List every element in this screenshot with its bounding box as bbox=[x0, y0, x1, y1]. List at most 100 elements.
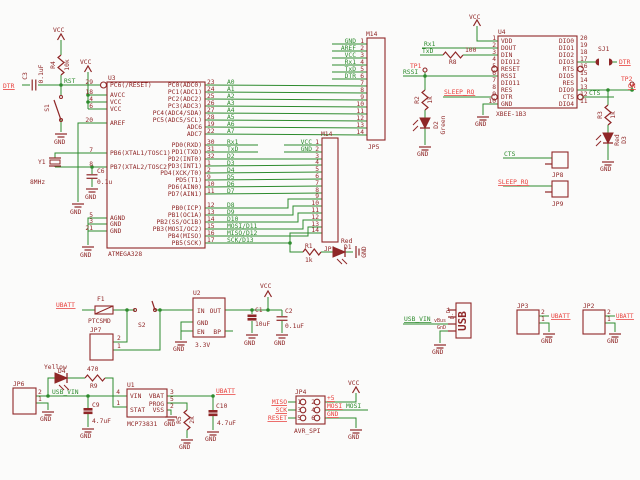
label-green: Green bbox=[440, 115, 447, 134]
label-3: 3 bbox=[89, 218, 93, 225]
label-gnd: GND bbox=[173, 346, 185, 353]
label-mosi: MOSI bbox=[327, 403, 342, 410]
junction-dot bbox=[59, 83, 63, 87]
label-bp: BP bbox=[213, 329, 221, 336]
label-red: Red bbox=[614, 134, 621, 146]
label-pd4-xck-t0-: PD4(XCK/T0) bbox=[160, 170, 202, 177]
label-7: 7 bbox=[315, 180, 319, 187]
pad-icon bbox=[313, 398, 321, 406]
label-vss: VSS bbox=[153, 407, 165, 414]
label-rst: RST bbox=[64, 78, 76, 85]
label-aref: AREF bbox=[110, 120, 125, 127]
label-100: 100 bbox=[465, 47, 477, 54]
label-2: 2 bbox=[492, 42, 496, 49]
label-32: 32 bbox=[207, 153, 215, 160]
label-5: 5 bbox=[297, 415, 301, 422]
label-d6: D6 bbox=[227, 181, 235, 188]
wire bbox=[205, 232, 322, 244]
label-vin: VIN bbox=[130, 393, 142, 400]
junction-dot bbox=[86, 394, 90, 398]
wire bbox=[605, 322, 616, 332]
junction-dot bbox=[86, 100, 90, 104]
label-in: IN bbox=[197, 308, 205, 315]
label-gnd: GND bbox=[40, 416, 52, 423]
label-27: 27 bbox=[207, 107, 215, 114]
label-dtr: DTR bbox=[619, 59, 631, 66]
label-1: 1 bbox=[492, 35, 496, 42]
gnd-symbol bbox=[543, 333, 555, 338]
label-gnd: GND bbox=[432, 349, 444, 356]
label-dtr: DTR bbox=[501, 94, 513, 101]
label-11: 11 bbox=[356, 108, 364, 115]
label-m14: M14 bbox=[366, 31, 378, 38]
label-rssi: RSSI bbox=[403, 69, 418, 76]
label-dio3: DIO3 bbox=[559, 59, 574, 66]
label-gnd: GND bbox=[361, 246, 368, 258]
wire bbox=[180, 321, 193, 340]
label-c3: C3 bbox=[22, 72, 29, 80]
label-470: 470 bbox=[87, 366, 99, 373]
junction-dot bbox=[288, 241, 292, 245]
label-14: 14 bbox=[207, 216, 215, 223]
led-d2-green bbox=[419, 117, 431, 130]
label-agnd: AGND bbox=[110, 215, 125, 222]
led-d4-yellow bbox=[58, 384, 65, 391]
label-vcc: VCC bbox=[469, 14, 481, 21]
label-gnd: GND bbox=[80, 252, 92, 259]
wire bbox=[482, 103, 498, 115]
resistor-r2 bbox=[421, 89, 429, 111]
gnd-symbol bbox=[165, 416, 177, 421]
label-dio9: DIO9 bbox=[559, 87, 574, 94]
label-19: 19 bbox=[207, 121, 215, 128]
label-1k: 1k bbox=[610, 111, 617, 119]
label-dio0: DIO0 bbox=[559, 38, 574, 45]
wire bbox=[105, 377, 127, 408]
label-ubatt: UBATT bbox=[216, 388, 235, 395]
label-20: 20 bbox=[85, 117, 93, 124]
label-vcc: VCC bbox=[260, 283, 272, 290]
label-28: 28 bbox=[207, 114, 215, 121]
wire bbox=[476, 26, 498, 42]
label-3: 3 bbox=[170, 389, 174, 396]
label-din: DIN bbox=[501, 52, 513, 59]
label-en: EN bbox=[197, 329, 205, 336]
label-13: 13 bbox=[356, 122, 364, 129]
label-1k: 1k bbox=[427, 96, 434, 104]
label-jp4: JP4 bbox=[295, 389, 307, 396]
label-rssi: RSSI bbox=[501, 73, 516, 80]
wire bbox=[204, 119, 368, 122]
inverted-pin-bubble-icon bbox=[491, 65, 498, 73]
label-3: 3 bbox=[492, 49, 496, 56]
label-m14: M14 bbox=[321, 131, 333, 138]
label-ubatt: UBATT bbox=[56, 302, 75, 309]
label-vcc: VCC bbox=[80, 59, 92, 66]
label-red: Red bbox=[341, 238, 353, 245]
wire bbox=[87, 217, 107, 245]
label-ubatt: UBATT bbox=[616, 314, 634, 320]
led-d3-red bbox=[595, 140, 602, 147]
label-vcc: VCC bbox=[345, 52, 357, 59]
label-r2: R2 bbox=[414, 96, 421, 104]
label-out: OUT bbox=[210, 308, 222, 315]
label-pd3-int1-: PD3(INT1) bbox=[168, 163, 202, 170]
label-1: 1 bbox=[360, 38, 364, 45]
label-8: 8 bbox=[315, 187, 319, 194]
connector-jp1 bbox=[321, 137, 339, 243]
label-gnd: GND bbox=[205, 436, 217, 443]
label-gnd: GND bbox=[164, 421, 176, 428]
led-d2-green bbox=[412, 125, 419, 132]
wire bbox=[204, 91, 368, 94]
label-2: 2 bbox=[311, 399, 315, 406]
label-d7: D7 bbox=[227, 188, 235, 195]
wire bbox=[204, 133, 368, 136]
label-1: 1 bbox=[315, 139, 319, 146]
label-4-7uf: 4.7uF bbox=[217, 420, 236, 427]
wire bbox=[167, 409, 172, 415]
label-txd: TxD bbox=[345, 66, 357, 73]
label-miso-d12: MISO/D12 bbox=[227, 230, 258, 237]
label-d8: D8 bbox=[227, 202, 235, 209]
label-mosi: MOSI bbox=[346, 403, 361, 410]
label-31: 31 bbox=[207, 146, 215, 153]
